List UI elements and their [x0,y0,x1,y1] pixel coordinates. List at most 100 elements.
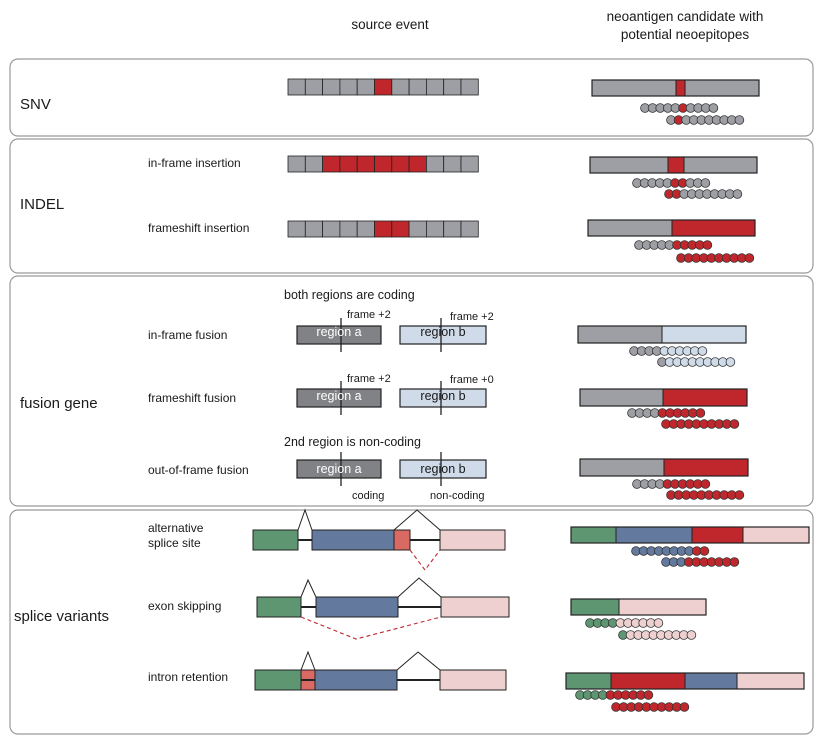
epitope-beads [575,103,755,712]
frameshift-insertion-source-seg [339,220,358,238]
alt-splice-protein-part [742,526,810,544]
frameshift-ins-epitope-bead [702,240,713,250]
snv-source-seg [374,78,393,96]
inframe-fusion-protein-part [577,325,663,344]
intron-retention-protein-part [736,672,805,690]
alt-exon1 [252,529,299,551]
snv-source-seg [322,78,341,96]
inframe-insertion-source-seg [322,155,341,173]
frame-label-a1: frame +2 [347,309,391,321]
frame-label-b2: frame +0 [450,374,494,386]
intron-retention-epitope-bead [643,690,654,700]
frameshift-ins-epitope-bead [744,253,755,263]
inframe-fusion-epitope-bead [725,357,736,367]
exon-skip-epitope-bead [653,618,664,628]
indel-panel [9,138,814,274]
inframe-insertion-source-seg [339,155,358,173]
retention-exon3 [439,669,507,691]
frameshift-insertion-source-seg [356,220,375,238]
skip-exon3 [440,596,510,618]
frameshift-insertion-source-seg [322,220,341,238]
exon-skip-epitope-bead [686,630,697,640]
frameshift-insertion-protein-part [671,219,756,237]
inframe-fusion-epitope-bead [697,346,708,356]
region-a-label-1: region a [316,325,362,339]
fusion-panel [9,275,814,507]
inframe-insertion-source-seg [287,155,306,173]
row-label-alternative-splice-site: alternative splice site [148,521,203,551]
snv-protein-part [684,79,760,97]
row-label-exon-skipping: exon skipping [148,599,222,613]
inframe-fusion-protein-part [661,325,747,344]
out-of-frame-fusion-protein-part [579,458,665,477]
inframe-insertion-source-seg [408,155,427,173]
retention-splice-junction [396,651,441,671]
alt-dashed-junction [409,549,441,571]
alt-exon3 [439,529,506,551]
retention-exon2 [314,669,398,691]
snv-protein-part [675,79,686,97]
neoantigen-title: neoantigen candidate with potential neoe… [580,8,790,44]
alt-splice-epitope-bead [729,557,740,567]
out-of-frame-epitope-bead [734,490,745,500]
frameshift-insertion-source-seg [287,220,306,238]
coding-label: coding [352,490,385,502]
snv-label: SNV [20,96,51,113]
exon-skipping-protein-outline [570,598,707,616]
snv-source-seg [443,78,462,96]
inframe-epitope-bead [732,189,743,199]
inframe-insertion-protein-part [683,156,758,174]
alt-splice-protein-outline [570,526,810,544]
inframe-insertion-protein-part [589,156,669,174]
snv-source-seg [356,78,375,96]
snv-panel [9,58,814,137]
snv-epitope-bead [734,115,745,125]
frameshift-insertion-source-seg [460,220,479,238]
intron-retention-protein-part [684,672,738,690]
fusion-regions [296,318,487,486]
frameshift-insertion-source-seg [391,220,410,238]
frameshift-insertion-source-seg [304,220,323,238]
frame-label-b1: frame +2 [450,311,494,323]
frameshift-fusion-region-a [296,388,382,408]
out-of-frame-epitope-bead [700,479,711,489]
snv-source-seg [460,78,479,96]
source-event-title: source event [351,17,429,32]
frameshift-insertion-source-seg [408,220,427,238]
frameshift-insertion-protein-part [587,219,673,237]
frameshift-fusion-protein-part [579,388,664,407]
snv-source-seg [425,78,445,96]
inframe-insertion-source-seg [374,155,393,173]
frameshift-insertion-source-seg [374,220,393,238]
frameshift-fusion-region-b [399,388,487,408]
retention-exon1 [254,669,302,691]
alt-extended-exon [393,529,411,551]
skip-exon2 [315,596,399,618]
inframe-epitope-bead [700,178,711,188]
inframe-insertion-source-seg [460,155,479,173]
snv-protein-outline [591,79,760,97]
snv-source-seg [287,78,306,96]
region-b-label-3: region b [420,462,466,476]
neoantigen-title-line2: potential neoepitopes [620,27,750,42]
snv-source-seg [304,78,323,96]
skip-splice-junction [300,578,317,598]
frameshift-fusion-protein-outline [579,388,748,407]
frameshift-insertion-source-seg [425,220,445,238]
skip-dashed-junction [300,616,442,640]
snv-protein-part [591,79,677,97]
inframe-fusion-region-b [399,325,487,345]
region-a-label-2: region a [316,389,362,403]
frameshift-fusion-protein-part [662,388,748,407]
out-of-frame-fusion-protein-part [663,458,749,477]
region-b-label-1: region b [420,325,466,339]
inframe-insertion-source-seg [304,155,323,173]
frameshift-fusion-epitope-bead [695,408,706,418]
indel-label: INDEL [20,196,65,213]
frameshift-insertion-protein-outline [587,219,756,237]
row-label-alt-line1: alternative [148,521,204,535]
splice-structures [252,508,510,691]
out-of-frame-fusion-region-b [399,459,487,479]
out-of-frame-fusion-region-a [296,459,382,479]
alt-splice-epitope-bead [699,546,710,556]
